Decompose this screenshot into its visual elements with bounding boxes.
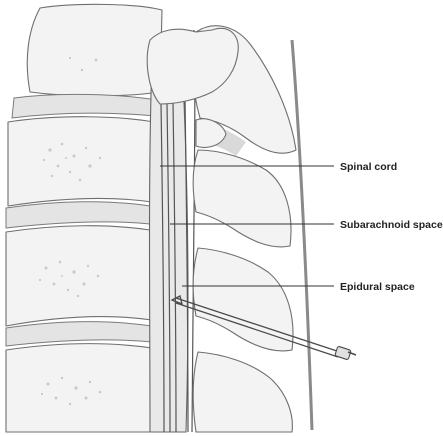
vertebral-body-top: [27, 4, 162, 95]
vertebral-body-2: [8, 117, 154, 206]
intervertebral-disc-1: [12, 94, 156, 118]
vertebral-body-3: [6, 226, 152, 326]
posterior-ligament-line: [292, 40, 312, 430]
spinous-process-2: [193, 150, 291, 247]
vertebral-body-4: [6, 344, 152, 432]
vertebral-bodies: [6, 4, 162, 432]
intervertebral-disc-3: [6, 322, 152, 346]
spinous-process-3: [193, 248, 293, 351]
epidural-space-label: Epidural space: [340, 281, 415, 293]
intervertebral-disc-2: [6, 202, 150, 228]
spinal-cord-label: Spinal cord: [340, 161, 397, 173]
spinous-process-4: [193, 352, 292, 432]
subarachnoid-space-label: Subarachnoid space: [340, 219, 443, 231]
